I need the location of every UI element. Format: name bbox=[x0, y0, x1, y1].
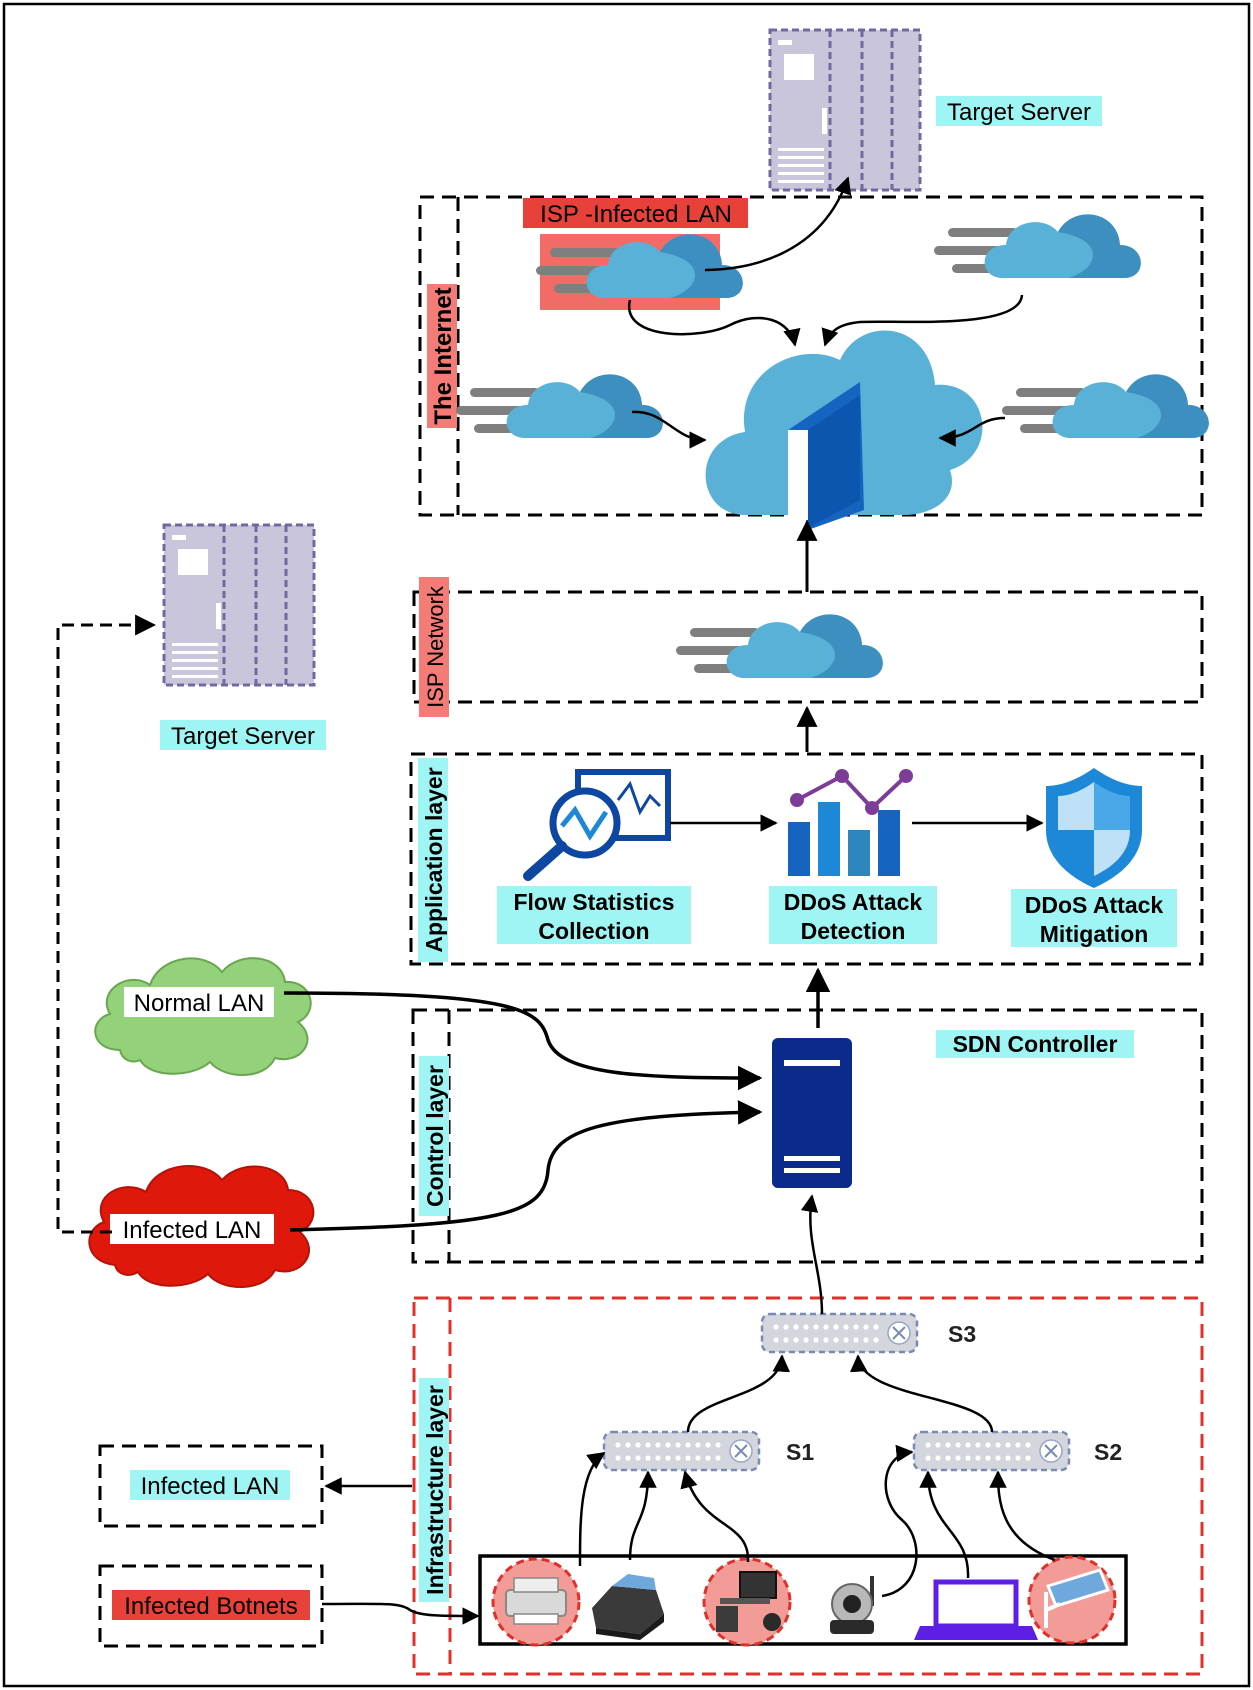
target-server-top-label: Target Server bbox=[947, 99, 1091, 126]
flow-arrow bbox=[704, 176, 852, 272]
attack-path-arrow bbox=[56, 614, 157, 1234]
infected-lan-arrow bbox=[289, 1100, 763, 1232]
switch-s1-icon bbox=[602, 1430, 761, 1472]
label-bg bbox=[936, 96, 1102, 126]
magnifier-chart-icon bbox=[523, 769, 671, 881]
svg-text:Application layer: Application layer bbox=[421, 767, 447, 952]
flow-arrow bbox=[686, 1354, 790, 1433]
server-rack-icon bbox=[162, 523, 316, 687]
infrastructure-layer-section: Infrastructure layer S3 S1 S2 bbox=[412, 1194, 1204, 1676]
label-bg bbox=[769, 886, 937, 944]
infected-botnets-label: Infected Botnets bbox=[124, 1593, 297, 1620]
label-bg bbox=[124, 987, 274, 1017]
internet-section: The Internet ISP -Infected LAN bbox=[418, 176, 1209, 530]
cloud-speed-icon bbox=[456, 374, 663, 438]
svg-text:Infrastructure layer: Infrastructure layer bbox=[422, 1385, 448, 1595]
flow-arrow bbox=[821, 294, 1024, 347]
flow-arrow bbox=[938, 416, 1006, 447]
server-rack-icon bbox=[768, 28, 922, 192]
control-layer-section: Control layer SDN Controller bbox=[411, 967, 1204, 1264]
bar-line-chart-icon bbox=[788, 769, 913, 876]
label-bg bbox=[110, 1214, 274, 1244]
inkjet-printer-icon bbox=[592, 1574, 664, 1640]
flow-arrow bbox=[627, 299, 801, 347]
isp-network-label: ISP Network bbox=[419, 577, 449, 717]
isp-network-box bbox=[412, 590, 1204, 704]
flow-arrow bbox=[628, 1470, 657, 1561]
flow-stats-label-1: Flow Statistics bbox=[513, 889, 674, 915]
target-server-left-label: Target Server bbox=[171, 723, 315, 750]
label-bg bbox=[936, 1030, 1134, 1058]
svg-text:Control layer: Control layer bbox=[422, 1065, 448, 1207]
isp-network-section: ISP Network bbox=[412, 519, 1204, 717]
flow-arrow bbox=[919, 1470, 970, 1579]
sdn-controller-label: SDN Controller bbox=[953, 1031, 1118, 1057]
application-layer-section: Application layer Flow Statistics Collec… bbox=[409, 705, 1204, 966]
flow-arrow bbox=[321, 1602, 480, 1625]
infected-lan-cloud: Infected LAN bbox=[88, 1165, 315, 1288]
ddos-detect-label-2: Detection bbox=[801, 918, 906, 944]
flow-arrow bbox=[850, 1354, 994, 1433]
isp-cloud-icon bbox=[676, 614, 883, 678]
label-bg bbox=[130, 1470, 290, 1500]
normal-lan-arrow bbox=[283, 991, 763, 1091]
normal-lan-label: Normal LAN bbox=[134, 990, 265, 1017]
ddos-detect-label-1: DDoS Attack bbox=[784, 889, 923, 915]
laptop-icon bbox=[914, 1579, 1038, 1640]
infected-botnets-box: Infected Botnets bbox=[98, 1564, 324, 1648]
server-tower-icon bbox=[772, 1038, 852, 1188]
switch-s2-label: S2 bbox=[1094, 1439, 1122, 1465]
flow-arrow bbox=[578, 1451, 606, 1567]
label-bg bbox=[497, 886, 691, 944]
flow-arrow bbox=[881, 1444, 918, 1598]
flow-arrow bbox=[631, 410, 707, 449]
cloud-speed-icon bbox=[1002, 374, 1209, 438]
flow-arrow bbox=[989, 1470, 1056, 1562]
cloud-gateway-icon bbox=[705, 330, 983, 530]
svg-text:ISP Network: ISP Network bbox=[423, 585, 448, 708]
device-box bbox=[478, 1554, 1128, 1646]
switch-s2-icon bbox=[912, 1430, 1071, 1472]
shield-icon bbox=[1046, 768, 1142, 888]
ddos-mitig-label-2: Mitigation bbox=[1040, 921, 1149, 947]
label-bg bbox=[1011, 889, 1177, 947]
infrastructure-layer-box bbox=[412, 1296, 1204, 1676]
flow-arrow bbox=[680, 1470, 750, 1563]
left-target-server: Target Server bbox=[160, 523, 326, 750]
top-target-server: Target Server bbox=[768, 28, 1102, 192]
webcam-icon bbox=[830, 1576, 874, 1634]
switch-s1-label: S1 bbox=[786, 1439, 814, 1465]
control-layer-box bbox=[411, 1008, 1204, 1264]
printer-icon bbox=[491, 1557, 581, 1647]
computer-desk-icon bbox=[702, 1557, 792, 1647]
infrastructure-layer-label: Infrastructure layer bbox=[419, 1378, 449, 1602]
infected-lan-box-label: Infected LAN bbox=[141, 1473, 280, 1500]
cloud-speed-icon bbox=[934, 214, 1141, 278]
flow-stats-label-2: Collection bbox=[538, 918, 649, 944]
normal-lan: Normal LAN bbox=[94, 957, 312, 1076]
the-internet-label: The Internet bbox=[427, 284, 457, 428]
control-layer-label: Control layer bbox=[419, 1056, 449, 1216]
svg-text:The Internet: The Internet bbox=[430, 287, 457, 424]
application-layer-label: Application layer bbox=[418, 758, 448, 962]
ddos-mitig-label-1: DDoS Attack bbox=[1025, 892, 1164, 918]
cctv-camera-icon bbox=[1027, 1555, 1117, 1645]
label-bg bbox=[160, 720, 326, 750]
infected-lan-box: Infected LAN bbox=[98, 1444, 324, 1528]
label-bg bbox=[523, 198, 748, 228]
switch-s3-icon bbox=[760, 1312, 919, 1354]
application-layer-box bbox=[409, 752, 1204, 966]
infected-lan-cloud-label: Infected LAN bbox=[123, 1217, 262, 1244]
flow-arrow bbox=[800, 1194, 824, 1315]
label-bg bbox=[112, 1590, 310, 1620]
isp-infected-lan-label: ISP -Infected LAN bbox=[540, 201, 732, 228]
switch-s3-label: S3 bbox=[948, 1321, 976, 1347]
